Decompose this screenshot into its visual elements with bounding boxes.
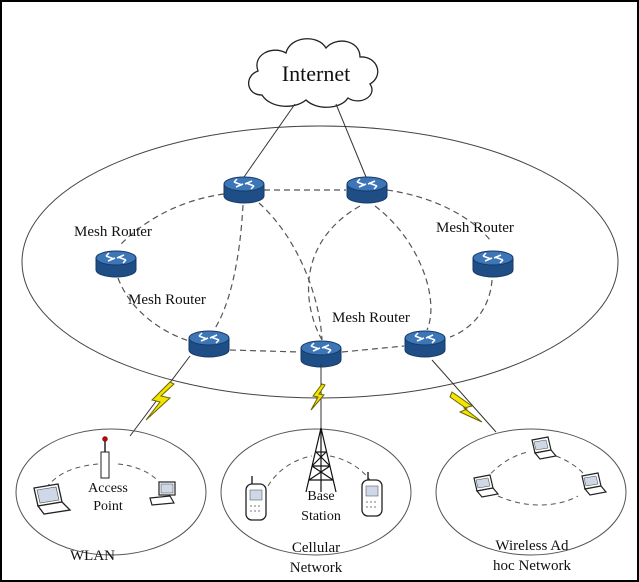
laptop-icon	[581, 472, 608, 496]
lightning-icon	[310, 383, 326, 411]
adhoc-network-label-line1: Wireless Ad	[495, 538, 569, 554]
cloud-link-right	[335, 103, 367, 178]
laptop-icon	[531, 436, 558, 460]
cellular-network-label-line1: Cellular	[292, 540, 340, 556]
adhoc-uplink	[431, 359, 497, 433]
access-point-label-line2: Point	[93, 499, 123, 514]
wlan-boundary	[15, 428, 207, 556]
antenna-icon	[100, 436, 110, 479]
cloud-link-left	[243, 103, 296, 178]
mesh-router-label-top-right: Mesh Router	[436, 220, 514, 236]
mobile-phone-icon	[361, 472, 383, 517]
cell-tower-icon	[305, 427, 337, 493]
base-station-label-line2: Station	[301, 509, 341, 524]
router-icon	[223, 176, 265, 204]
router-icon	[95, 250, 137, 278]
router-icon	[188, 330, 230, 358]
mesh-links	[117, 189, 493, 353]
internet-label: Internet	[282, 61, 350, 86]
cellular-link	[267, 455, 313, 487]
router-icon	[300, 340, 342, 368]
mobile-phone-icon	[245, 476, 267, 521]
router-icon	[404, 330, 446, 358]
adhoc-network-label-line2: hoc Network	[493, 558, 571, 574]
cellular-link	[329, 455, 371, 481]
lightning-icon	[449, 391, 483, 423]
laptop-icon	[473, 474, 500, 498]
mesh-router-label-mid-left: Mesh Router	[128, 292, 206, 308]
wlan-link	[45, 463, 99, 489]
cellular-network-label-line2: Network	[290, 560, 343, 576]
adhoc-link	[497, 495, 579, 506]
adhoc-link	[484, 451, 529, 481]
router-icon	[472, 250, 514, 278]
mesh-router-label-bottom-right: Mesh Router	[332, 310, 410, 326]
mesh-router-label-top-left: Mesh Router	[74, 224, 152, 240]
lightning-icon	[145, 381, 175, 421]
cloud-icon	[248, 38, 379, 108]
cellular-boundary	[220, 428, 412, 556]
access-point-label-line1: Access	[88, 481, 128, 496]
laptop-icon	[33, 483, 72, 515]
desktop-icon	[149, 481, 176, 506]
wlan-label: WLAN	[70, 548, 115, 564]
base-station-label-line1: Base	[307, 489, 334, 504]
adhoc-boundary	[435, 428, 627, 556]
router-icon	[346, 176, 388, 204]
